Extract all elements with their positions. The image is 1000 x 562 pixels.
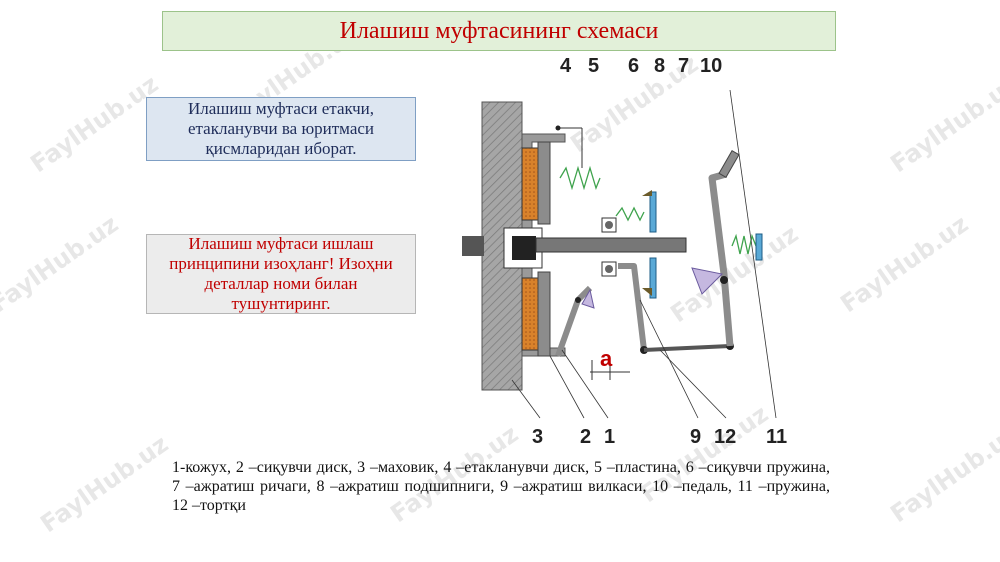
pressure-plate-lower — [537, 271, 551, 357]
input-shaft — [535, 237, 687, 253]
release-plate-lower — [649, 257, 657, 299]
watermark: FaylHub.uz — [25, 69, 164, 179]
release-fork — [618, 263, 647, 351]
pedal — [708, 170, 734, 347]
label-12: 12 — [714, 426, 736, 448]
task-box: Илашиш муфтаси ишлаш принципини изоҳланг… — [146, 234, 416, 314]
label-6: 6 — [628, 55, 639, 77]
label-2: 2 — [580, 426, 591, 448]
release-plate-upper — [649, 191, 657, 233]
watermark: FaylHub.uz — [885, 419, 1000, 529]
label-7: 7 — [678, 55, 689, 77]
label-4: 4 — [560, 55, 572, 77]
label-11: 11 — [766, 426, 787, 448]
label-10: 10 — [700, 55, 722, 77]
label-5: 5 — [588, 55, 599, 77]
pedal-spring — [731, 233, 757, 255]
label-3: 3 — [532, 426, 543, 448]
pressure-plate-upper — [537, 141, 551, 225]
pull-rod — [643, 344, 731, 352]
watermark: FaylHub.uz — [885, 69, 1000, 179]
watermark: FaylHub.uz — [35, 429, 174, 539]
hub-inner — [512, 236, 536, 260]
label-1: 1 — [604, 426, 615, 448]
gap-label: a — [600, 346, 613, 371]
slide-title: Илашиш муфтасининг схемаси — [162, 11, 836, 51]
watermark: FaylHub.uz — [0, 209, 124, 319]
watermark: FaylHub.uz — [835, 209, 974, 319]
label-9: 9 — [690, 426, 701, 448]
friction-upper — [521, 147, 539, 221]
crankshaft — [462, 236, 484, 256]
clutch-diagram: 4 5 6 8 7 10 — [462, 55, 787, 448]
info-box: Илашиш муфтаси етакчи, етакланувчи ва юр… — [146, 97, 416, 161]
label-8: 8 — [654, 55, 665, 77]
pressure-spring — [559, 165, 601, 191]
parts-caption: 1-кожух, 2 –сиқувчи диск, 3 –маховик, 4 … — [172, 459, 830, 514]
friction-lower — [521, 277, 539, 351]
